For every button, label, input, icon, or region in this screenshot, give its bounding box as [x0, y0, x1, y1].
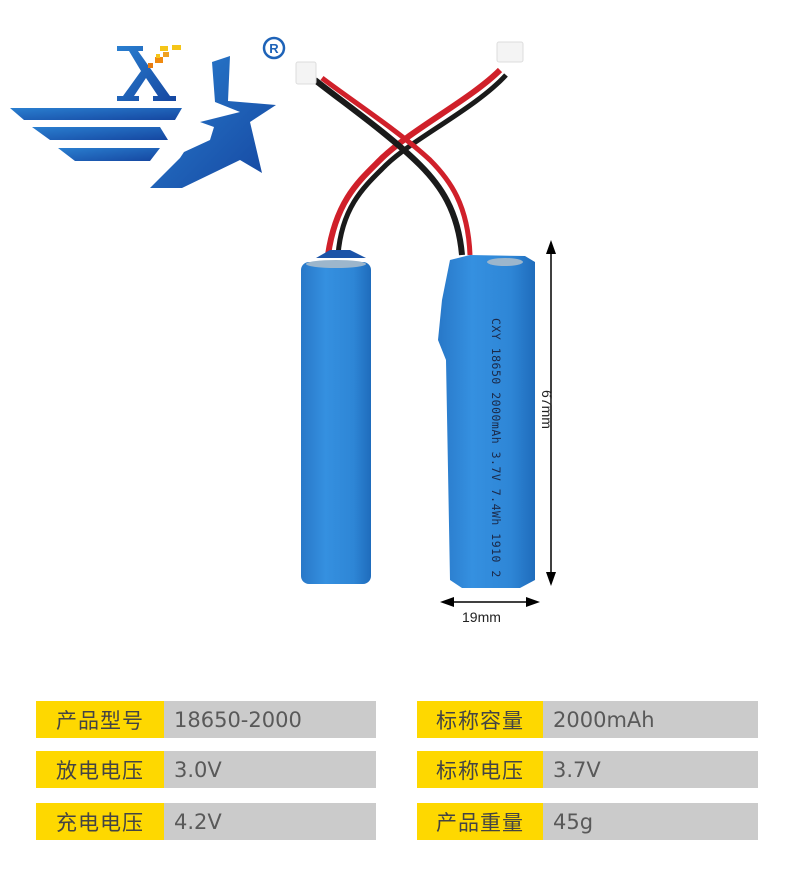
spec-key: 放电电压 — [36, 751, 164, 788]
battery-product-image — [270, 40, 610, 640]
battery-cell-right — [438, 255, 535, 588]
brand-logo: R — [0, 30, 300, 200]
spec-key: 产品型号 — [36, 701, 164, 738]
spec-row-discharge-voltage: 放电电压 3.0V — [36, 751, 376, 788]
spec-value: 3.0V — [164, 751, 376, 788]
spec-value: 45g — [543, 803, 758, 840]
diameter-dimension-label: 19mm — [462, 609, 501, 625]
spec-row-charge-voltage: 充电电压 4.2V — [36, 803, 376, 840]
x-letter-icon — [117, 46, 176, 101]
battery-label-text: CXY 18650 2000mAh 3.7V 7.4Wh 1910 2 — [489, 318, 503, 578]
battery-cell-left — [301, 250, 371, 584]
spec-row-model: 产品型号 18650-2000 — [36, 701, 376, 738]
spec-row-nominal-voltage: 标称电压 3.7V — [417, 751, 758, 788]
spec-key: 产品重量 — [417, 803, 543, 840]
registered-mark-icon: R — [262, 36, 286, 60]
spec-value: 18650-2000 — [164, 701, 376, 738]
spec-key: 标称容量 — [417, 701, 543, 738]
spec-row-weight: 产品重量 45g — [417, 803, 758, 840]
spec-value: 4.2V — [164, 803, 376, 840]
spec-key: 充电电压 — [36, 803, 164, 840]
spec-key: 标称电压 — [417, 751, 543, 788]
spec-value: 3.7V — [543, 751, 758, 788]
spec-row-capacity: 标称容量 2000mAh — [417, 701, 758, 738]
spec-value: 2000mAh — [543, 701, 758, 738]
svg-text:R: R — [269, 41, 279, 56]
length-dimension-label: 67mm — [539, 390, 555, 429]
